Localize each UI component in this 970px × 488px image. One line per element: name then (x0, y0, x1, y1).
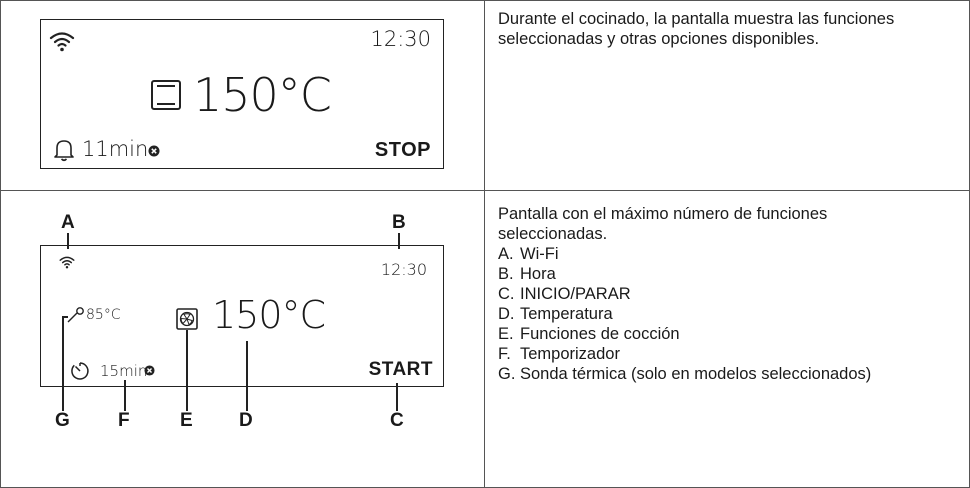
oven-display-max: 12:30 85°C 150°C 15min START (40, 245, 444, 387)
description-max: Pantalla con el máximo número de funcion… (498, 204, 948, 384)
legend-item: G.Sonda térmica (solo en modelos selecci… (498, 365, 872, 383)
callout-b: B (392, 212, 406, 233)
description-cooking-text: Durante el cocinado, la pantalla muestra… (498, 10, 895, 48)
description-cooking: Durante el cocinado, la pantalla muestra… (498, 9, 948, 49)
leader-line-g-tick (62, 316, 68, 318)
description-max-text: Pantalla con el máximo número de funcion… (498, 205, 828, 243)
fan-function-icon (176, 308, 198, 330)
legend-item: B.Hora (498, 265, 556, 283)
oven-function-icon (151, 80, 181, 110)
legend-list: A.Wi-Fi B.Hora C.INICIO/PARAR D.Temperat… (498, 244, 908, 384)
leader-line-d (246, 341, 248, 411)
callout-f: F (118, 410, 130, 431)
legend-item: F.Temporizador (498, 345, 620, 363)
leader-line-g (62, 316, 64, 411)
leader-line-c (396, 383, 398, 411)
table-row-divider (0, 190, 970, 191)
legend-item: D.Temperatura (498, 305, 613, 323)
timer-value: 15min (100, 362, 148, 380)
clear-icon[interactable] (144, 365, 155, 376)
table-column-divider (484, 0, 485, 488)
stop-button[interactable]: STOP (374, 139, 431, 161)
clock-time: 12:30 (380, 260, 427, 279)
wifi-icon (49, 32, 75, 52)
temperature-value: 150°C (193, 68, 332, 122)
callout-d: D (239, 410, 253, 431)
legend-item: C.INICIO/PARAR (498, 285, 631, 303)
legend-item: E.Funciones de cocción (498, 325, 680, 343)
table-border-top (0, 0, 970, 1)
timer-icon (71, 362, 89, 380)
timer-value: 11min (82, 137, 149, 161)
legend-item: A.Wi-Fi (498, 245, 559, 263)
probe-temperature: 85°C (86, 307, 121, 323)
clear-icon[interactable] (148, 145, 160, 157)
leader-line-b (398, 233, 400, 249)
leader-line-f (124, 380, 126, 411)
leader-line-e (186, 330, 188, 411)
callout-e: E (180, 410, 193, 431)
probe-icon (67, 307, 84, 323)
clock-time: 12:30 (370, 27, 431, 51)
callout-g: G (55, 410, 70, 431)
temperature-value: 150°C (212, 293, 326, 337)
callout-c: C (390, 410, 404, 431)
wifi-icon (59, 256, 75, 269)
callout-a: A (61, 212, 75, 233)
leader-line-a (67, 233, 69, 249)
table-border-left (0, 0, 1, 488)
start-button[interactable]: START (368, 359, 433, 380)
oven-display-cooking: 12:30 150°C 11min STOP (40, 19, 444, 169)
bell-icon (54, 140, 74, 162)
